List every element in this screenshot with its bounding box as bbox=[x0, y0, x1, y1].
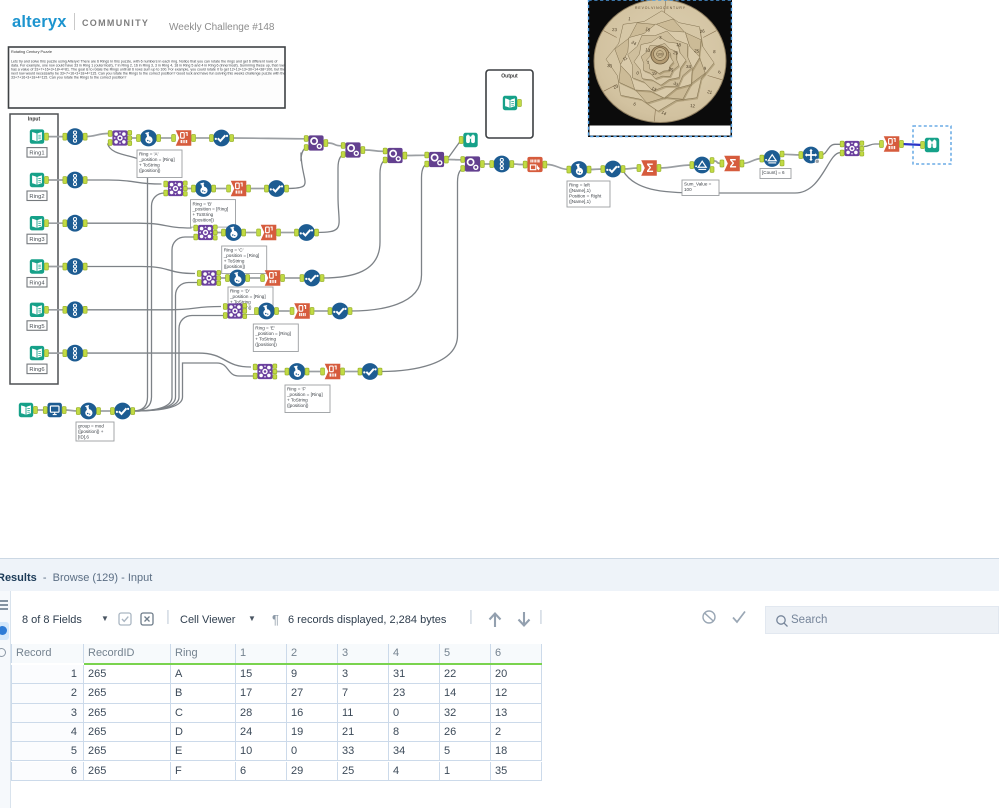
svg-text:Ring = 'C': Ring = 'C' bbox=[224, 248, 244, 253]
svg-text:Ring5: Ring5 bbox=[29, 324, 44, 330]
svg-text:_position = [Ring]: _position = [Ring] bbox=[223, 253, 260, 258]
svg-text:+ ToString: + ToString bbox=[255, 337, 276, 342]
svg-text:24: 24 bbox=[630, 40, 637, 47]
svg-text:13: 13 bbox=[645, 47, 651, 53]
svg-text:6: 6 bbox=[717, 69, 722, 75]
svg-text:Ring6: Ring6 bbox=[29, 367, 44, 373]
svg-text:([position]): ([position]) bbox=[287, 403, 309, 408]
svg-text:_position = [Ring]: _position = [Ring] bbox=[286, 392, 323, 397]
svg-text:Ring1: Ring1 bbox=[29, 151, 44, 157]
svg-text:Ring3: Ring3 bbox=[29, 237, 44, 243]
svg-text:+ ToString: + ToString bbox=[224, 259, 245, 264]
svg-text:0: 0 bbox=[636, 70, 640, 76]
svg-text:([position]): ([position]) bbox=[224, 264, 246, 269]
svg-text:data. For example, one row cou: data. For example, one row could have 33… bbox=[11, 64, 285, 68]
svg-text:1: 1 bbox=[628, 16, 632, 21]
svg-text:18: 18 bbox=[676, 42, 682, 47]
svg-text:([Name],1): ([Name],1) bbox=[569, 199, 591, 204]
svg-text:Ring = 'B': Ring = 'B' bbox=[193, 201, 213, 206]
svg-text:8: 8 bbox=[713, 49, 716, 54]
svg-text:16: 16 bbox=[645, 26, 652, 33]
svg-text:19: 19 bbox=[652, 70, 658, 76]
svg-text:23: 23 bbox=[613, 83, 620, 90]
svg-text:Lets try and solve this puzzle: Lets try and solve this puzzle using Alt… bbox=[11, 60, 277, 64]
svg-text:29: 29 bbox=[673, 50, 679, 56]
svg-text:Ring4: Ring4 bbox=[29, 281, 45, 287]
svg-text:Ring2: Ring2 bbox=[29, 194, 44, 200]
svg-text:+ ToString: + ToString bbox=[139, 163, 160, 168]
svg-text:Output: Output bbox=[501, 74, 518, 80]
svg-text:([position]): ([position]) bbox=[139, 168, 161, 173]
svg-text:Rotating Century Puzzle: Rotating Century Puzzle bbox=[11, 50, 52, 54]
svg-text:33: 33 bbox=[673, 80, 680, 87]
svg-text:14: 14 bbox=[660, 110, 667, 117]
svg-text:_position = [Ring]: _position = [Ring] bbox=[138, 157, 175, 162]
svg-text:([position]): ([position]) bbox=[193, 218, 215, 223]
svg-text:13: 13 bbox=[651, 86, 658, 93]
svg-text:Ring = 'E': Ring = 'E' bbox=[255, 326, 275, 331]
svg-text:25: 25 bbox=[694, 48, 700, 54]
svg-text:+ ToString: + ToString bbox=[230, 300, 251, 305]
svg-text:([position]) +: ([position]) + bbox=[78, 429, 104, 434]
svg-text:7: 7 bbox=[647, 60, 650, 65]
svg-text:([position]): ([position]) bbox=[255, 342, 277, 347]
svg-text:35: 35 bbox=[668, 66, 675, 73]
svg-text:100: 100 bbox=[684, 187, 692, 192]
svg-text:Ring = 'A': Ring = 'A' bbox=[139, 152, 159, 157]
svg-text:30: 30 bbox=[607, 63, 613, 68]
svg-text:has a value of 33+7+16+3+18+4=: has a value of 33+7+16+3+18+4=81. The go… bbox=[11, 68, 285, 72]
svg-text:33+7+16+3+18+4=115. Can you ro: 33+7+16+3+18+4=115. Can you rotate the R… bbox=[11, 76, 126, 80]
svg-text:23: 23 bbox=[612, 27, 618, 32]
svg-text:Σ: Σ bbox=[730, 158, 737, 170]
svg-text:[ID],6: [ID],6 bbox=[78, 435, 89, 440]
svg-text:Σ: Σ bbox=[647, 163, 654, 175]
svg-text:34: 34 bbox=[686, 64, 692, 69]
svg-text:([Name],1): ([Name],1) bbox=[569, 188, 591, 193]
svg-text:group = mod: group = mod bbox=[78, 424, 104, 429]
svg-text:26: 26 bbox=[700, 28, 706, 34]
svg-text:Ring = left: Ring = left bbox=[569, 183, 591, 188]
svg-text:11: 11 bbox=[622, 55, 629, 62]
svg-text:next row would necessarily be: next row would necessarily be 33+7+16+3+… bbox=[11, 72, 285, 76]
svg-text:Ring = 'D': Ring = 'D' bbox=[230, 289, 250, 294]
svg-text:3: 3 bbox=[659, 35, 662, 40]
svg-text:_position = [Ring]: _position = [Ring] bbox=[229, 294, 266, 299]
svg-text:R E V O L V I N G C E N T U: R E V O L V I N G C E N T U R Y bbox=[635, 6, 686, 10]
svg-text:Sum_Value =: Sum_Value = bbox=[684, 182, 712, 187]
svg-text:Position = Right: Position = Right bbox=[569, 194, 602, 199]
svg-text:100: 100 bbox=[657, 53, 663, 57]
svg-text:9: 9 bbox=[704, 66, 708, 71]
svg-text:+ ToString: + ToString bbox=[193, 212, 214, 217]
svg-text:_position = [Ring]: _position = [Ring] bbox=[254, 331, 291, 336]
svg-text:_position = [Ring]: _position = [Ring] bbox=[192, 207, 229, 212]
svg-text:12: 12 bbox=[690, 103, 696, 109]
svg-text:Input: Input bbox=[28, 117, 41, 123]
svg-text:+ ToString: + ToString bbox=[287, 398, 308, 403]
svg-text:Ring = 'F': Ring = 'F' bbox=[287, 387, 306, 392]
svg-text:[Count] = 6: [Count] = 6 bbox=[762, 170, 785, 175]
svg-text:21: 21 bbox=[707, 89, 713, 95]
svg-text:6: 6 bbox=[633, 101, 638, 107]
